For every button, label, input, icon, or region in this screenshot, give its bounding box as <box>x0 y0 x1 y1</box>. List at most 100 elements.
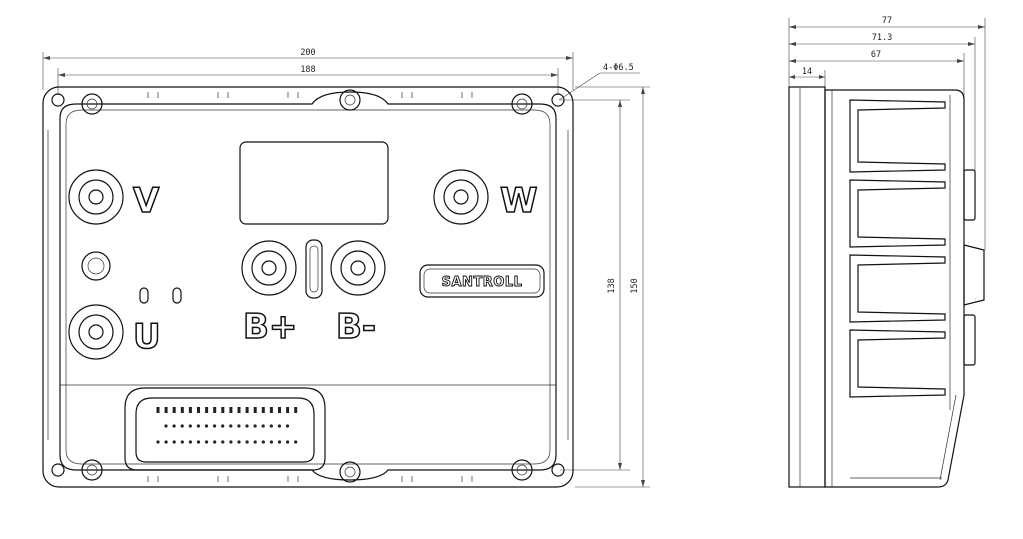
connector-pin <box>294 440 298 444</box>
terminal-u: U <box>68 304 161 360</box>
connector-pin-row <box>164 424 290 428</box>
connector-pin <box>237 440 241 444</box>
dim-depth-total: 77 <box>788 16 986 250</box>
lid-screw <box>81 93 103 115</box>
mounting-hole-bl <box>51 463 65 477</box>
dim-width-holes-label: 188 <box>300 65 315 75</box>
connector-pin-row <box>156 440 298 444</box>
housing-ribs <box>47 92 569 482</box>
connector-pin <box>261 407 265 413</box>
connector-pin <box>204 424 209 428</box>
connector-pin <box>286 407 290 413</box>
connector-pin <box>237 407 241 413</box>
dim-depth-total-label: 77 <box>882 16 892 26</box>
connector-pin <box>286 440 290 444</box>
lid-screw <box>339 461 361 483</box>
connector-pin <box>205 407 209 413</box>
connector-pin <box>156 440 160 444</box>
housing-outline <box>59 91 557 481</box>
side-boss-large <box>963 244 985 306</box>
brand-plate: SANTROLL <box>419 264 545 298</box>
signal-connector <box>124 387 326 471</box>
terminal-u-label: U <box>133 317 161 357</box>
lid-screw <box>339 89 361 111</box>
front-view: 200 188 4-Φ6.5 138 <box>42 48 650 488</box>
connector-pin <box>229 424 233 428</box>
connector-pin <box>156 407 160 413</box>
brand-logo: SANTROLL <box>442 275 523 290</box>
terminal-w-label: W <box>500 181 538 221</box>
dim-width-total-label: 200 <box>300 48 315 58</box>
flange-outline <box>42 86 574 488</box>
connector-pin <box>221 407 225 413</box>
connector-pin <box>164 407 168 413</box>
connector-pin <box>188 407 192 413</box>
connector-pin <box>213 424 217 428</box>
indicator-port <box>81 251 111 281</box>
connector-pin <box>269 407 273 413</box>
dim-flange-label: 14 <box>802 67 812 77</box>
terminal-b-plus: B+ <box>241 240 298 348</box>
vent-slot <box>172 287 182 304</box>
connector-pin <box>269 424 273 428</box>
dim-height-holes-label: 138 <box>607 278 617 293</box>
side-flange <box>788 86 826 488</box>
connector-pin <box>245 424 249 428</box>
connector-pin <box>213 440 217 444</box>
connector-pin <box>221 440 225 444</box>
connector-pin <box>180 407 184 413</box>
connector-pin <box>277 424 281 428</box>
connector-pin <box>269 440 273 444</box>
side-view: 77 71.3 67 14 <box>788 16 986 488</box>
connector-pin <box>285 424 290 428</box>
connector-pin <box>180 424 184 428</box>
dim-holes-label: 4-Φ6.5 <box>603 63 634 73</box>
terminal-b-plus-label: B+ <box>243 307 297 347</box>
terminal-separator <box>305 239 323 299</box>
connector-pin <box>196 440 201 444</box>
connector-pin <box>172 440 176 444</box>
connector-pin <box>261 424 265 428</box>
mounting-hole-tr <box>551 93 565 107</box>
connector-pin <box>164 424 168 428</box>
dim-height-total-label: 150 <box>630 278 640 293</box>
connector-pin <box>229 407 233 413</box>
connector-pin <box>205 440 209 444</box>
connector-pin <box>237 424 241 428</box>
mounting-hole-tl <box>51 93 65 107</box>
cooling-fin <box>849 179 946 248</box>
connector-pin <box>213 407 217 413</box>
connector-pin <box>188 424 192 428</box>
side-body <box>824 89 965 488</box>
side-boss <box>963 314 976 366</box>
connector-pin-row <box>156 407 298 413</box>
connector-pin <box>277 440 282 444</box>
dim-holes: 4-Φ6.5 <box>558 63 640 101</box>
dim-depth-body: 67 <box>789 50 965 110</box>
side-fins <box>849 99 946 398</box>
dim-height-total: 150 <box>575 86 650 488</box>
terminal-b-minus: B- <box>330 240 386 348</box>
terminal-v: V <box>68 169 161 225</box>
dim-depth-mid: 71.3 <box>789 33 976 180</box>
lid-screw <box>511 459 533 481</box>
lid-screw <box>511 93 533 115</box>
connector-pin <box>180 440 184 444</box>
connector-pin <box>196 424 200 428</box>
connector-pin <box>172 424 176 428</box>
cooling-fin <box>849 329 946 398</box>
connector-pin <box>245 407 249 413</box>
lid-screw <box>81 459 103 481</box>
connector-pin <box>253 424 257 428</box>
connector-pin <box>245 440 249 444</box>
connector-pin <box>164 440 168 444</box>
connector-pin <box>197 407 200 413</box>
display-window <box>239 141 389 225</box>
housing-inner-line <box>65 109 551 465</box>
vent-slot <box>139 287 149 304</box>
connector-pin <box>253 440 257 444</box>
connector-pin <box>294 407 298 413</box>
dim-height-holes: 138 <box>560 99 630 471</box>
